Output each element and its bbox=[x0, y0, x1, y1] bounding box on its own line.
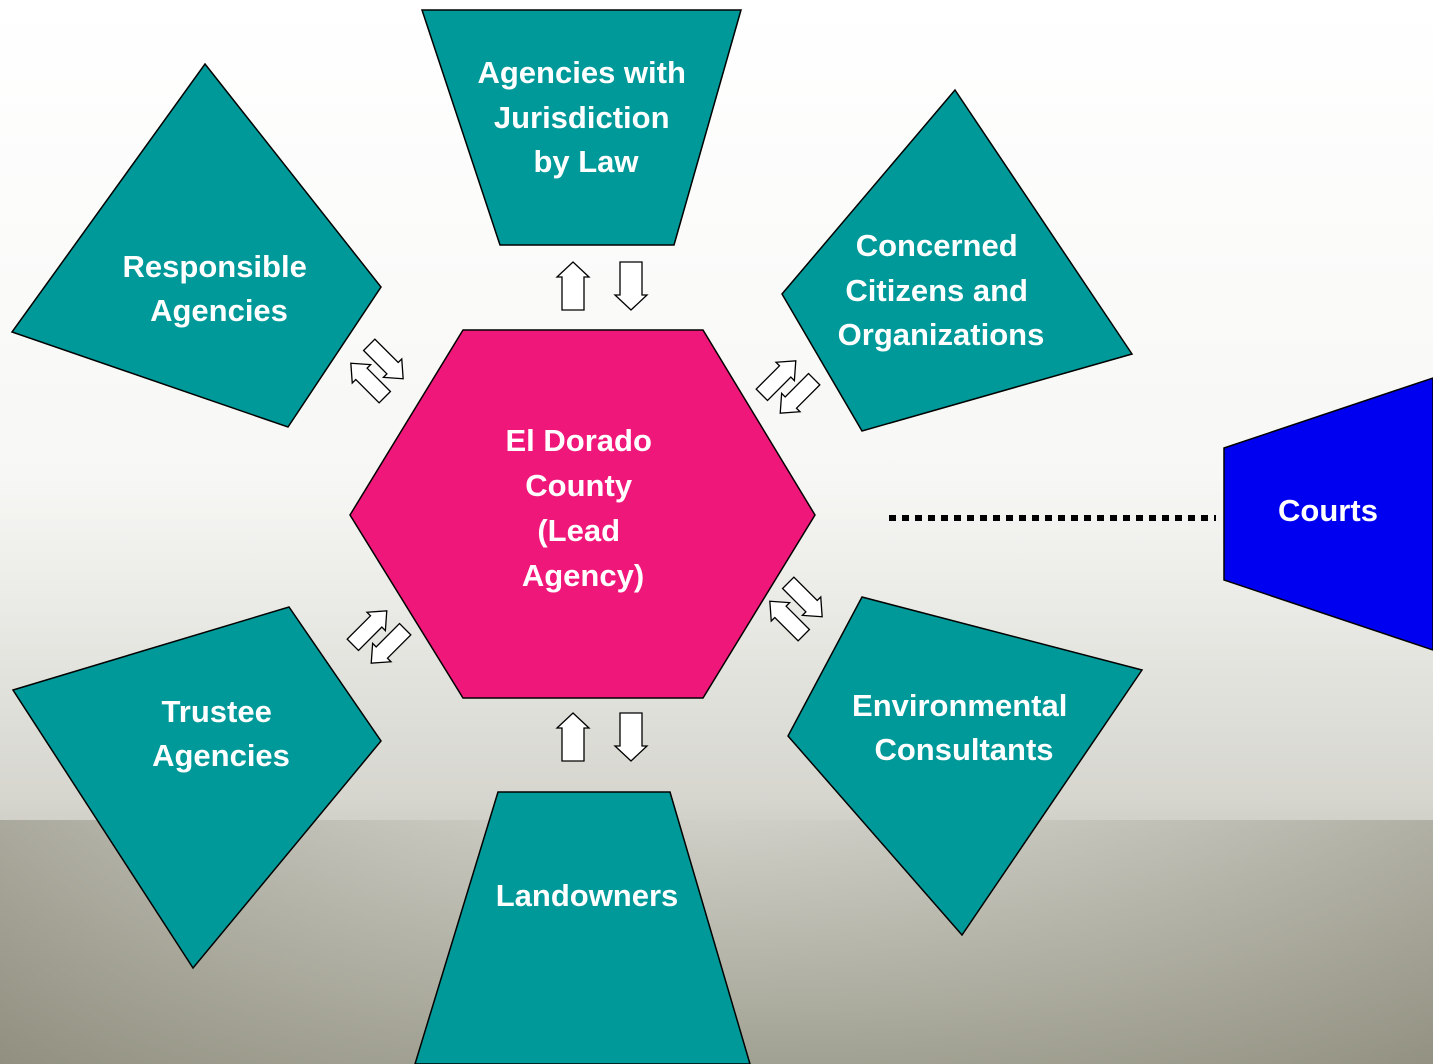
environmental-consultants-shape bbox=[787, 596, 1144, 937]
courts-shape bbox=[1223, 377, 1433, 651]
concerned-citizens-shape bbox=[781, 88, 1134, 432]
agencies-with-jurisdiction-shape bbox=[420, 9, 742, 246]
concerned-citizens-label: Concerned Citizens and Organizations bbox=[838, 228, 1045, 352]
landowners-shape bbox=[414, 791, 751, 1064]
courts-label: Courts bbox=[1278, 493, 1378, 528]
environmental-consultants-label: Environmental Consultants bbox=[852, 688, 1076, 767]
responsible-agencies-shape bbox=[10, 62, 382, 428]
double-arrow-icon bbox=[346, 610, 412, 664]
landowners-label: Landowners bbox=[496, 878, 679, 913]
trustee-agencies-label: Trustee Agencies bbox=[152, 694, 290, 773]
double-arrow-icon bbox=[755, 360, 821, 414]
double-arrow-icon bbox=[555, 712, 649, 762]
double-arrow-icon bbox=[555, 261, 649, 311]
lead-agency-hexagon bbox=[349, 329, 816, 699]
responsible-agencies-label: Responsible Agencies bbox=[123, 249, 316, 328]
lead-agency-label: El Dorado County (Lead Agency) bbox=[505, 423, 660, 593]
agencies-with-jurisdiction-label: Agencies with Jurisdiction by Law bbox=[477, 55, 694, 179]
trustee-agencies-shape bbox=[11, 606, 382, 970]
double-arrow-icon bbox=[769, 576, 823, 642]
double-arrow-icon bbox=[350, 338, 404, 404]
